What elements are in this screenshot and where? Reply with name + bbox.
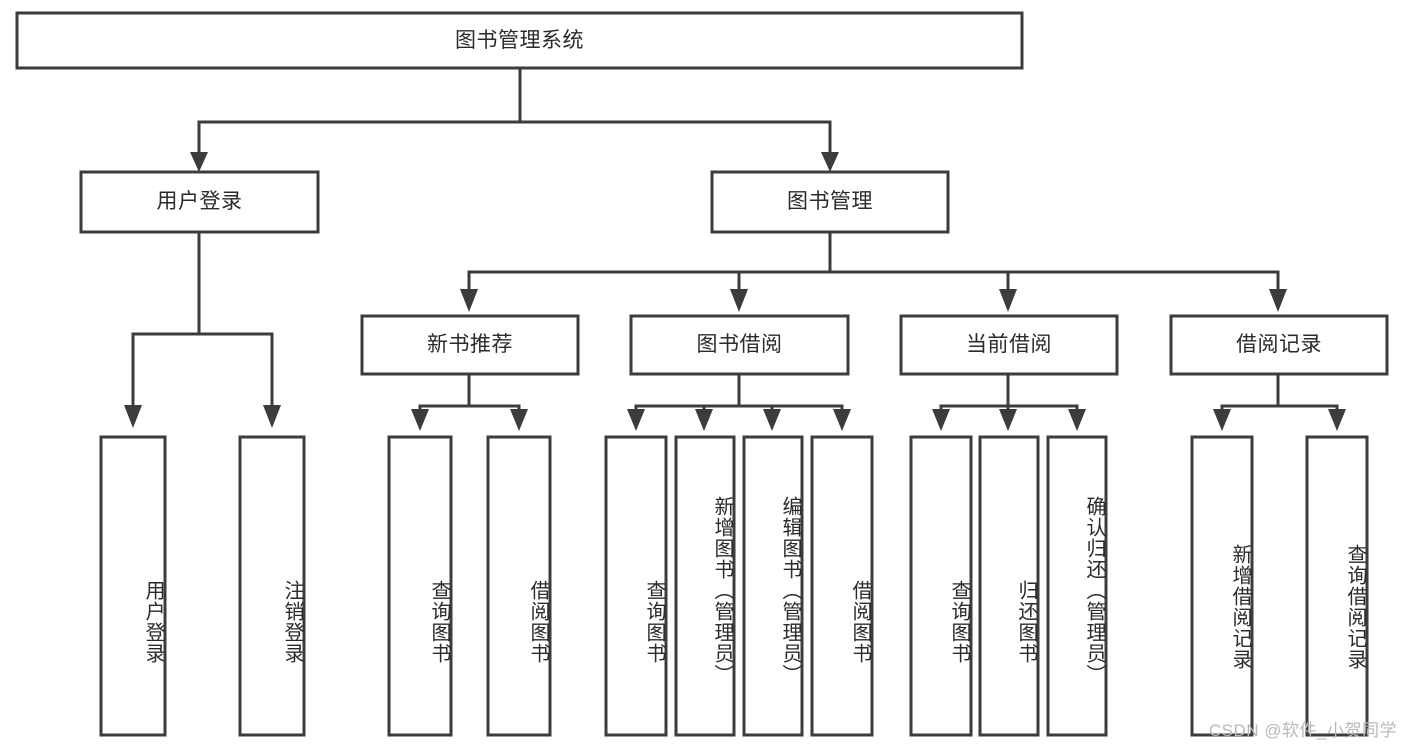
node-box-leaf-return-book[interactable] — [978, 435, 1040, 737]
arrowhead-leaf-edit-book — [763, 409, 781, 431]
node-box-leaf-query-book-3[interactable] — [909, 435, 973, 737]
node-box-leaf-borrow-book-2[interactable] — [810, 435, 874, 737]
node-box-leaf-logout-login[interactable] — [238, 435, 306, 737]
arrowhead-leaf-user-login — [124, 405, 142, 428]
arrowhead-leaf-borrow-book-1 — [510, 409, 528, 431]
node-box-leaf-edit-book[interactable] — [742, 435, 804, 737]
arrowhead-borrow-record — [1269, 289, 1287, 312]
arrowhead-leaf-query-book-3 — [932, 409, 950, 431]
arrowhead-book-manage — [821, 152, 839, 172]
node-box-book-borrow[interactable] — [629, 314, 850, 376]
node-box-book-manage[interactable] — [710, 170, 950, 234]
node-box-leaf-user-login[interactable] — [99, 435, 167, 737]
arrowhead-leaf-query-book-2 — [627, 409, 645, 431]
node-box-root[interactable] — [15, 11, 1024, 70]
node-box-leaf-borrow-book-1[interactable] — [486, 435, 552, 737]
node-box-leaf-query-book-2[interactable] — [604, 435, 668, 737]
watermark-text: CSDN @软件_小贺同学 — [1208, 721, 1397, 740]
arrowhead-leaf-borrow-book-2 — [833, 409, 851, 431]
node-box-leaf-query-record[interactable] — [1305, 435, 1369, 737]
arrowhead-current-borrow — [999, 289, 1017, 312]
arrowhead-new-book-recommend — [460, 289, 478, 312]
arrowhead-leaf-add-record — [1213, 409, 1231, 431]
arrowhead-leaf-return-book — [999, 409, 1017, 431]
arrowhead-leaf-query-record — [1328, 409, 1346, 431]
node-box-new-book-recommend[interactable] — [360, 314, 580, 376]
arrowhead-leaf-add-book — [695, 409, 713, 431]
node-box-leaf-confirm-return[interactable] — [1046, 435, 1108, 737]
node-box-current-borrow[interactable] — [899, 314, 1119, 376]
node-box-borrow-record[interactable] — [1169, 314, 1389, 376]
arrowhead-book-borrow — [730, 289, 748, 312]
node-box-leaf-add-record[interactable] — [1190, 435, 1254, 737]
arrowhead-leaf-confirm-return — [1068, 409, 1086, 431]
arrowhead-leaf-query-book-1 — [411, 409, 429, 431]
node-box-leaf-add-book[interactable] — [674, 435, 736, 737]
node-box-leaf-query-book-1[interactable] — [387, 435, 453, 737]
node-box-user-login[interactable] — [79, 170, 320, 234]
arrowhead-leaf-logout-login — [263, 405, 281, 428]
arrowhead-user-login — [190, 152, 208, 172]
